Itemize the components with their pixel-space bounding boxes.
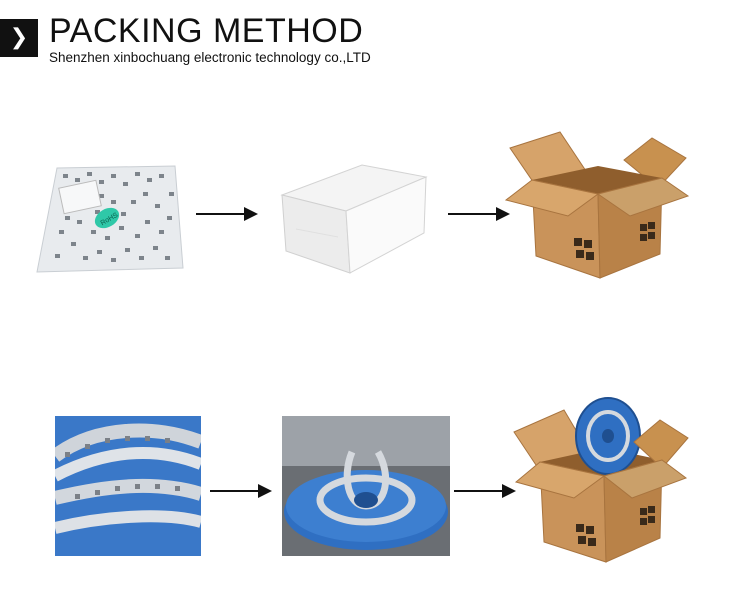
section-marker: ❯ xyxy=(0,19,38,57)
arrow-right-icon xyxy=(196,207,258,221)
page-subtitle: Shenzhen xinbochuang electronic technolo… xyxy=(49,50,371,65)
chevron-right-icon: ❯ xyxy=(9,25,29,50)
tape-reel-closeup-image xyxy=(55,416,201,556)
page-title: PACKING METHOD xyxy=(49,12,364,50)
arrow-right-icon xyxy=(210,484,272,498)
carton-box-with-reel-image xyxy=(513,397,689,563)
tape-reel-image xyxy=(282,416,450,556)
carton-box-image xyxy=(504,131,690,279)
arrow-right-icon xyxy=(454,484,516,498)
white-box-image xyxy=(280,164,428,274)
component-bag-image: RoHS xyxy=(36,165,184,273)
arrow-right-icon xyxy=(448,207,510,221)
